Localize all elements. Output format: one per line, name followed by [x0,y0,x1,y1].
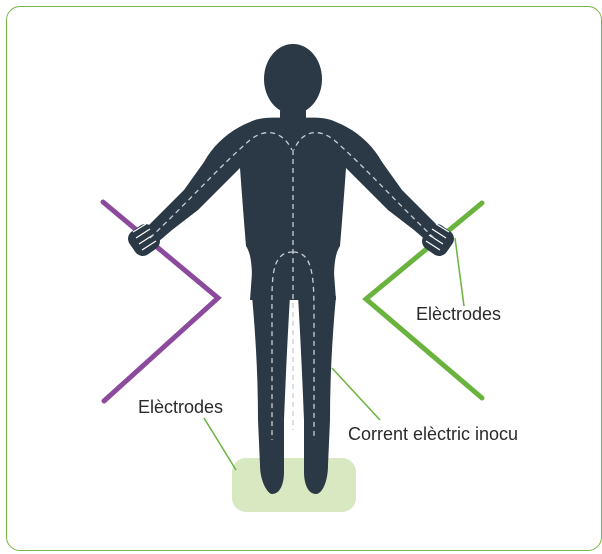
right-electrodes-label: Elèctrodes [416,304,501,324]
leader-line-current [332,368,380,420]
current-label: Corrent elèctric inocu [348,424,518,444]
foot-plate-electrode [232,458,356,512]
leader-line-foot-electrode [204,418,236,470]
foot-electrodes-label: Elèctrodes [138,397,223,417]
leader-line-right-electrode [455,238,464,306]
